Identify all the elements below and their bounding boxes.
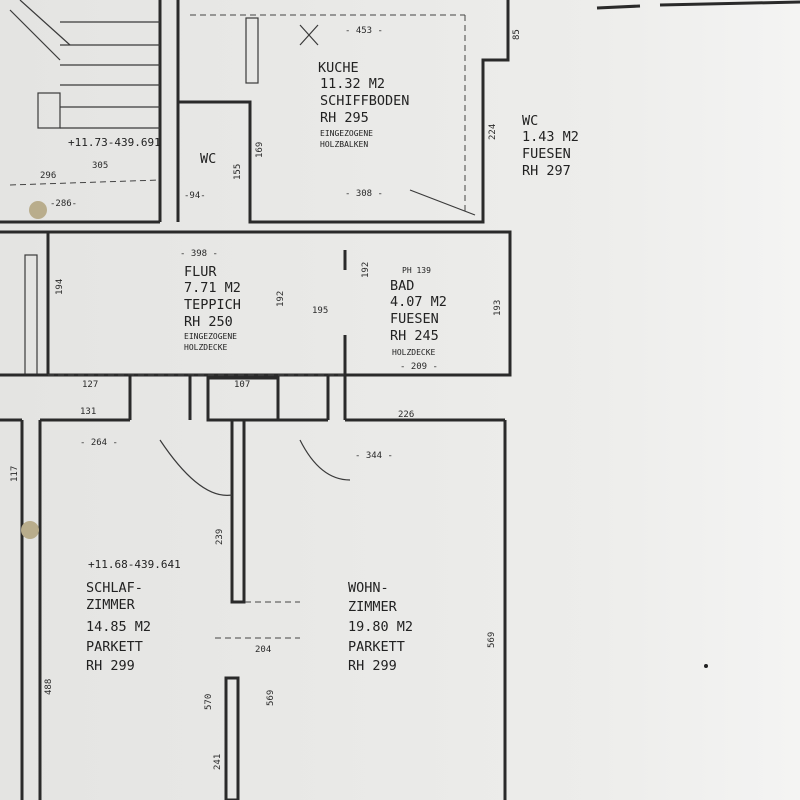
ink-dot [704, 664, 708, 668]
dim: 193 [493, 300, 503, 316]
dim: 192 [361, 262, 371, 278]
room-floor: FUESEN [522, 146, 571, 162]
room-area: 4.07 M2 [390, 294, 447, 310]
dim: 296 [40, 171, 56, 181]
room-name: ZIMMER [86, 597, 136, 613]
staircase [0, 0, 162, 224]
room-height: RH 295 [320, 110, 369, 126]
dim: 224 [488, 124, 498, 140]
room-area: 19.80 M2 [348, 619, 413, 635]
hall-walls [0, 373, 347, 422]
room-flur: FLUR 7.71 M2 TEPPICH RH 250 EINGEZOGENE … [184, 264, 241, 352]
punch-hole [29, 201, 47, 219]
dim: - 344 - [355, 451, 393, 461]
room-name: SCHLAF- [86, 580, 143, 596]
dim: 569 [487, 632, 497, 648]
room-height: RH 299 [348, 658, 397, 674]
kitchen-walls [176, 0, 510, 224]
dim: 195 [312, 306, 328, 316]
room-floor: SCHIFFBODEN [320, 93, 409, 109]
room-area: 14.85 M2 [86, 619, 151, 635]
dim: 117 [10, 466, 20, 482]
punch-hole [21, 521, 39, 539]
dim: - 209 - [400, 362, 438, 372]
dim: 305 [92, 161, 108, 171]
room-note: EINGEZOGENE [320, 129, 373, 138]
dim: 107 [234, 380, 250, 390]
bad-ph: PH 139 [402, 266, 431, 275]
dim: 239 [215, 529, 225, 545]
room-floor: PARKETT [86, 639, 143, 655]
dim: 488 [44, 679, 54, 695]
corridor-walls [24, 230, 512, 377]
dimension-labels: - 453 - - 308 - 224 169 155 -94- 85 296 … [10, 26, 522, 770]
room-bad: PH 139 BAD 4.07 M2 FUESEN RH 245 HOLZDEC… [390, 266, 447, 357]
room-name: WC [522, 113, 538, 129]
room-area: 7.71 M2 [184, 280, 241, 296]
dim: 85 [512, 29, 522, 40]
room-height: RH 297 [522, 163, 571, 179]
room-wc-right: WC 1.43 M2 FUESEN RH 297 [522, 113, 579, 179]
room-kueche: KUCHE 11.32 M2 SCHIFFBODEN RH 295 EINGEZ… [318, 60, 409, 149]
dim: 192 [276, 291, 286, 307]
dim: - 398 - [180, 249, 218, 259]
dim: 226 [398, 410, 414, 420]
room-name: ZIMMER [348, 599, 398, 615]
top-right-lines [596, 0, 800, 10]
room-note: HOLZDECKE [392, 348, 436, 357]
dim: 169 [255, 142, 265, 158]
dim: 131 [80, 407, 96, 417]
dim: - 453 - [345, 26, 383, 36]
dim: 155 [233, 164, 243, 180]
dim: 569 [266, 690, 276, 706]
room-name: BAD [390, 278, 414, 294]
room-height: RH 299 [86, 658, 135, 674]
room-area: 11.32 M2 [320, 76, 385, 92]
room-note: HOLZBALKEN [320, 140, 368, 149]
dim: -286- [50, 199, 77, 209]
dim: - 308 - [345, 189, 383, 199]
dim: 204 [255, 645, 271, 655]
level-upper: +11.73-439.691 [68, 136, 161, 149]
room-note: HOLZDECKE [184, 343, 228, 352]
room-schlafzimmer: SCHLAF- ZIMMER 14.85 M2 PARKETT RH 299 [86, 580, 151, 674]
room-name: KUCHE [318, 60, 359, 76]
dim: 127 [82, 380, 98, 390]
dim: 241 [213, 754, 223, 770]
lower-room-walls [0, 418, 507, 800]
dim: 194 [55, 279, 65, 295]
room-note: EINGEZOGENE [184, 332, 237, 341]
dim: 570 [204, 694, 214, 710]
level-lower: +11.68-439.641 [88, 558, 181, 571]
dim: - 264 - [80, 438, 118, 448]
room-floor: PARKETT [348, 639, 405, 655]
room-wc-small: WC [200, 151, 216, 167]
room-area: 1.43 M2 [522, 129, 579, 145]
room-floor: TEPPICH [184, 297, 241, 313]
room-name: WOHN- [348, 580, 389, 596]
room-height: RH 245 [390, 328, 439, 344]
room-name: FLUR [184, 264, 217, 280]
dim: -94- [184, 191, 206, 201]
room-height: RH 250 [184, 314, 233, 330]
room-wohnzimmer: WOHN- ZIMMER 19.80 M2 PARKETT RH 299 [348, 580, 413, 674]
room-floor: FUESEN [390, 311, 439, 327]
